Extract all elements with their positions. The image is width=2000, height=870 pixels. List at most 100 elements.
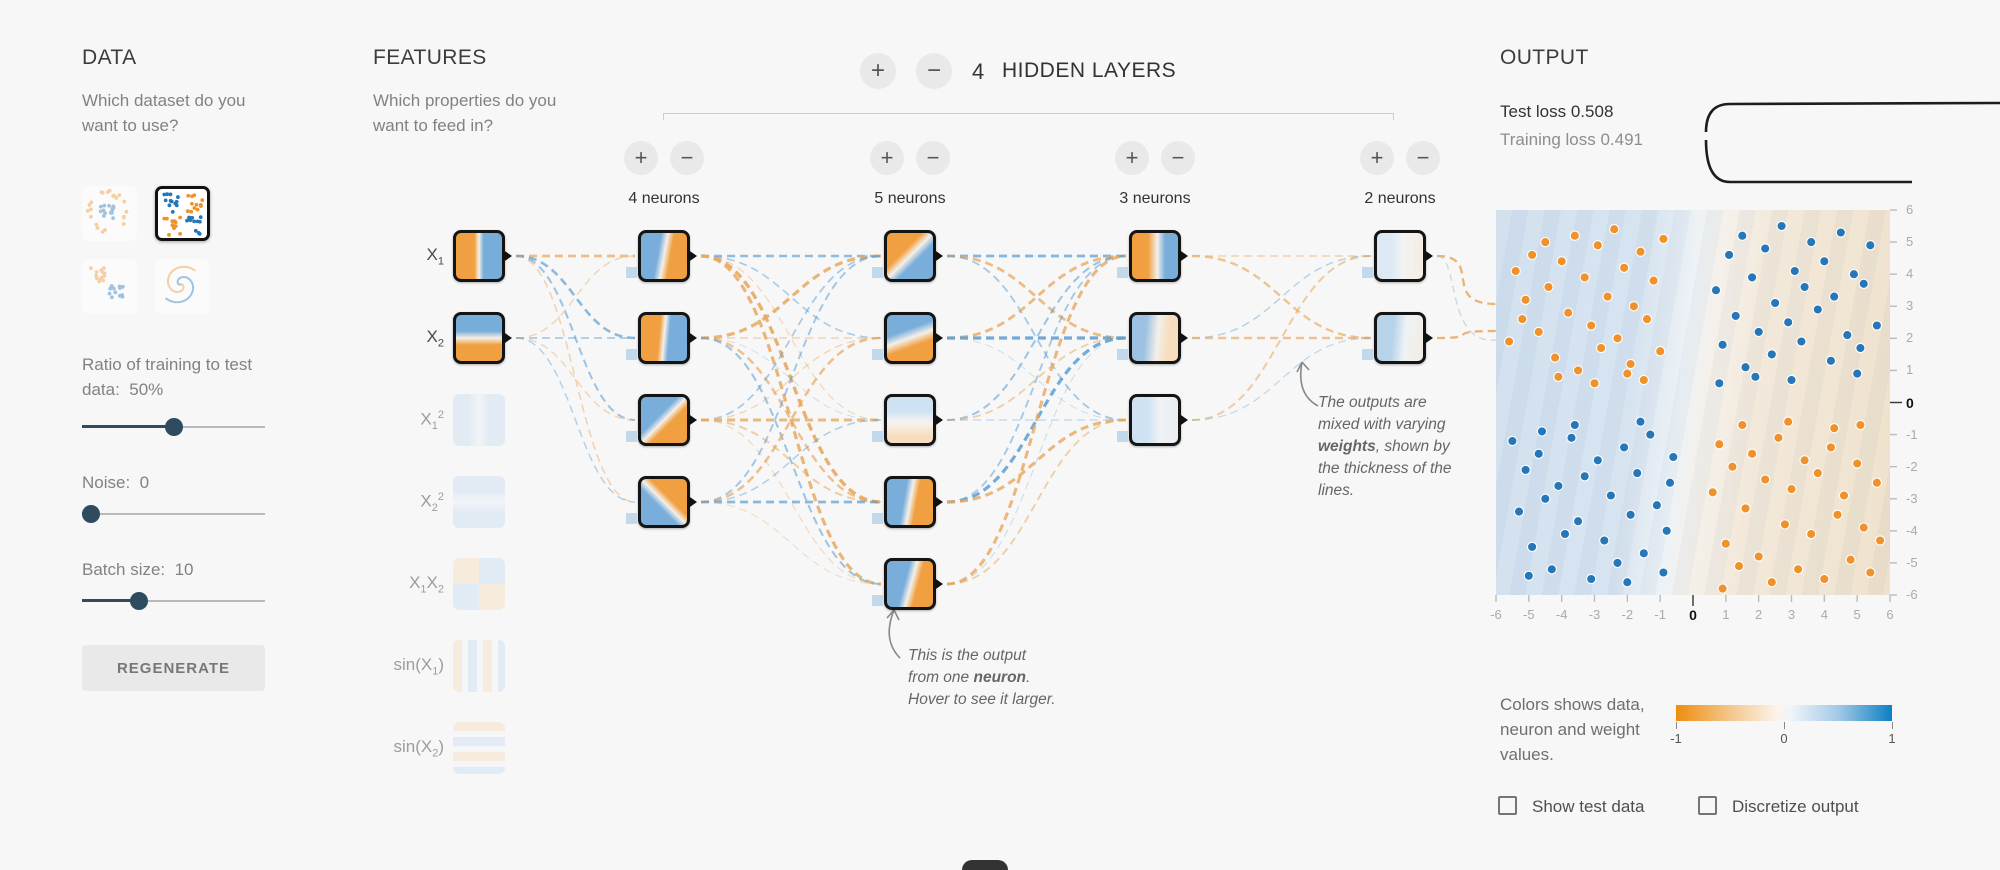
dataset-thumb-gauss[interactable]: [82, 259, 137, 314]
colorbar-tick: [1676, 722, 1677, 729]
bias-indicator: [1117, 267, 1128, 278]
slider-track[interactable]: [82, 513, 265, 515]
checkbox-label[interactable]: Show test data: [1532, 797, 1645, 816]
scatter-point-orange: [1871, 477, 1883, 488]
checkbox-label[interactable]: Discretize output: [1732, 797, 1859, 816]
slider-0[interactable]: [82, 418, 265, 436]
scatter-point-blue: [1632, 467, 1643, 479]
add-neuron-button-layer-4[interactable]: +: [1360, 141, 1394, 175]
feature-square-x2sq[interactable]: [453, 476, 505, 528]
scatter-point-blue: [1740, 362, 1751, 373]
scatter-point-blue: [1737, 230, 1748, 241]
output-nub: [1178, 331, 1188, 345]
dataset-thumb-circle[interactable]: [82, 186, 137, 241]
neuron-layer2-5[interactable]: [872, 558, 943, 610]
scatter-point-blue: [1546, 564, 1557, 575]
neuron-layer2-3[interactable]: [872, 394, 943, 446]
feature-square-x2[interactable]: [453, 312, 512, 364]
slider-thumb[interactable]: [164, 418, 183, 436]
output-nub: [502, 331, 512, 345]
add-layer-button[interactable]: +: [860, 53, 896, 89]
scatter-point-blue: [1753, 326, 1764, 338]
remove-neuron-button-layer-4[interactable]: −: [1406, 141, 1440, 175]
scatter-point-blue: [1835, 227, 1846, 238]
scatter-point-orange: [1806, 528, 1817, 540]
scatter-point-blue: [1855, 342, 1866, 354]
dataset-thumb-spiral[interactable]: [155, 259, 210, 314]
output-nub: [687, 413, 697, 427]
neuron-layer1-2[interactable]: [626, 312, 697, 364]
neuron-layer3-2[interactable]: [1117, 312, 1188, 364]
feature-square-x1x2[interactable]: [453, 558, 505, 610]
dataset-thumb-xor[interactable]: [155, 186, 210, 241]
neuron-layer2-2[interactable]: [872, 312, 943, 364]
neuron-layer2-1[interactable]: [872, 230, 943, 282]
output-nub: [933, 413, 943, 427]
colorbar: [1676, 705, 1892, 721]
checkbox-discretize-output[interactable]: [1698, 796, 1717, 815]
x-tick--6: -6: [1490, 607, 1502, 622]
add-neuron-button-layer-2[interactable]: +: [870, 141, 904, 175]
scatter-point-orange: [1520, 294, 1531, 305]
x-tick--3: -3: [1588, 607, 1601, 622]
scatter-point-orange: [1825, 442, 1837, 453]
remove-neuron-button-layer-1[interactable]: −: [670, 141, 704, 175]
neuron-layer1-3[interactable]: [626, 394, 697, 446]
x-tick--1: -1: [1654, 607, 1666, 622]
scatter-point-blue: [1520, 464, 1531, 476]
output-nub: [687, 249, 697, 263]
scatter-point-blue: [1553, 480, 1564, 492]
neuron-layer1-4[interactable]: [626, 476, 697, 528]
output-title: OUTPUT: [1500, 46, 1589, 69]
scatter-point-orange: [1783, 416, 1794, 427]
scatter-point-blue: [1622, 577, 1633, 588]
slider-track[interactable]: [82, 600, 265, 602]
feature-square-sinx1[interactable]: [453, 640, 505, 692]
bottom-control-partial[interactable]: [962, 860, 1008, 870]
scatter-point-orange: [1733, 560, 1745, 572]
neuron-layer3-3[interactable]: [1117, 394, 1188, 446]
output-edge: [1436, 254, 1497, 306]
remove-neuron-button-layer-2[interactable]: −: [916, 141, 950, 175]
scatter-point-orange: [1526, 249, 1538, 261]
slider-thumb[interactable]: [82, 505, 100, 523]
colorbar-tick-label: 0: [1780, 731, 1788, 746]
neuron-layer3-1[interactable]: [1117, 230, 1188, 282]
bias-indicator: [872, 513, 883, 524]
feature-square-sinx2[interactable]: [453, 722, 505, 774]
scatter-point-orange: [1579, 272, 1590, 283]
remove-neuron-button-layer-3[interactable]: −: [1161, 141, 1195, 175]
scatter-point-orange: [1648, 275, 1659, 286]
scatter-point-orange: [1865, 567, 1876, 578]
scatter-point-orange: [1563, 307, 1574, 318]
slider-thumb[interactable]: [129, 592, 148, 610]
feature-square-x1sq[interactable]: [453, 394, 505, 446]
scatter-point-blue: [1746, 272, 1758, 283]
features-title: FEATURES: [373, 46, 487, 69]
slider-1[interactable]: [82, 505, 265, 523]
colorbar-tick: [1784, 722, 1785, 729]
slider-fill: [82, 425, 174, 428]
feature-square-x1[interactable]: [453, 230, 512, 282]
edge: [946, 337, 1127, 421]
neuron-layer2-4[interactable]: [872, 476, 943, 528]
neuron-layer4-1[interactable]: [1362, 230, 1433, 282]
scatter-point-blue: [1842, 329, 1853, 341]
scatter-point-blue: [1769, 297, 1781, 309]
output-plot: [1496, 210, 1890, 595]
neuron-count-label-layer-3: 3 neurons: [1119, 190, 1191, 207]
add-neuron-button-layer-1[interactable]: +: [624, 141, 658, 175]
neuron-layer1-1[interactable]: [626, 230, 697, 282]
scatter-point-blue: [1661, 525, 1672, 536]
scatter-point-blue: [1569, 419, 1580, 431]
scatter-point-blue: [1714, 378, 1725, 389]
slider-2[interactable]: [82, 592, 265, 610]
feature-label-x1: X1: [426, 245, 444, 268]
edge: [1191, 254, 1372, 422]
checkbox-show-test-data[interactable]: [1498, 796, 1517, 815]
add-neuron-button-layer-3[interactable]: +: [1115, 141, 1149, 175]
regenerate-button[interactable]: REGENERATE: [82, 645, 265, 691]
neuron-layer4-2[interactable]: [1362, 312, 1433, 364]
remove-layer-button[interactable]: −: [916, 53, 952, 89]
